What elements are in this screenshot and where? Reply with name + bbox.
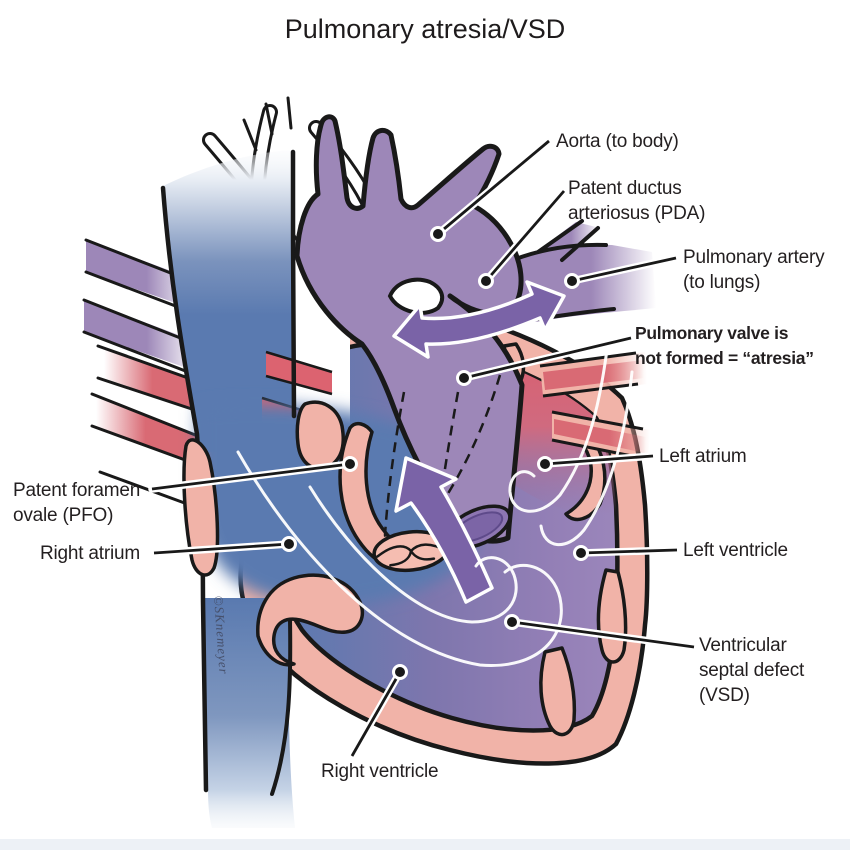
leader-left-atrium bbox=[537, 452, 657, 472]
anchor-dot-pfo bbox=[342, 456, 358, 472]
leader-lines bbox=[148, 137, 698, 760]
anchor-dot-right-ventricle bbox=[392, 664, 408, 680]
left-pulmonary-veins bbox=[539, 351, 650, 460]
anchor-dot-aorta bbox=[430, 226, 446, 242]
pda-flow-arrow bbox=[392, 280, 566, 359]
leader-pulmonary-valve bbox=[456, 334, 635, 386]
tricuspid-valve-hook bbox=[256, 573, 365, 667]
papillary-muscle-b bbox=[596, 568, 628, 664]
anchor-dot-vsd bbox=[504, 614, 520, 630]
anchor-dot-right-atrium bbox=[281, 536, 297, 552]
label-left-ventricle: Left ventricle bbox=[683, 540, 788, 561]
right-pulmonary-artery-branches bbox=[82, 238, 198, 374]
leader-left-ventricle bbox=[573, 545, 681, 561]
crista-terminalis bbox=[182, 438, 220, 577]
label-aorta: Aorta (to body) bbox=[556, 131, 679, 152]
label-pfo: Patent foramen ovale (PFO) bbox=[13, 480, 141, 526]
artist-signature: ©SKnemeyer bbox=[211, 595, 231, 675]
leader-right-atrium bbox=[150, 536, 297, 557]
right-atrial-appendage bbox=[295, 400, 345, 471]
anchor-dot-left-ventricle bbox=[573, 545, 589, 561]
atretic-trunk-dashed-outline bbox=[383, 374, 502, 566]
label-pda: Patent ductus arteriosus (PDA) bbox=[568, 178, 706, 224]
leader-pda bbox=[478, 187, 568, 289]
label-pulmonary-valve-atresia: Pulmonary valve is not formed = “atresia… bbox=[635, 323, 814, 368]
label-left-atrium: Left atrium bbox=[659, 446, 747, 467]
leader-right-ventricle bbox=[348, 664, 408, 760]
anchor-dot-pulmonary-artery bbox=[564, 273, 580, 289]
label-pulmonary-artery: Pulmonary artery (to lungs) bbox=[683, 247, 825, 293]
vsd-to-aorta-arrow bbox=[394, 456, 494, 604]
label-right-atrium: Right atrium bbox=[40, 543, 141, 564]
anchor-dot-pulmonary-valve bbox=[456, 370, 472, 386]
blood-flow-arrows bbox=[392, 280, 566, 604]
anchor-dot-left-atrium bbox=[537, 456, 553, 472]
label-vsd: Ventricular septal defect (VSD) bbox=[699, 635, 805, 706]
papillary-muscle-a bbox=[539, 646, 577, 737]
leader-pulmonary-artery bbox=[564, 254, 680, 289]
footer-strip bbox=[0, 839, 850, 850]
flow-streamlines bbox=[236, 340, 634, 667]
leader-vsd bbox=[504, 614, 698, 651]
leader-pfo bbox=[148, 456, 358, 493]
page-title: Pulmonary atresia/VSD bbox=[284, 14, 566, 44]
aortic-arch-window bbox=[387, 277, 445, 315]
anchor-dot-pda bbox=[478, 273, 494, 289]
superior-vena-cava bbox=[163, 150, 293, 452]
label-right-ventricle: Right ventricle bbox=[321, 761, 439, 782]
leader-aorta bbox=[430, 137, 553, 242]
